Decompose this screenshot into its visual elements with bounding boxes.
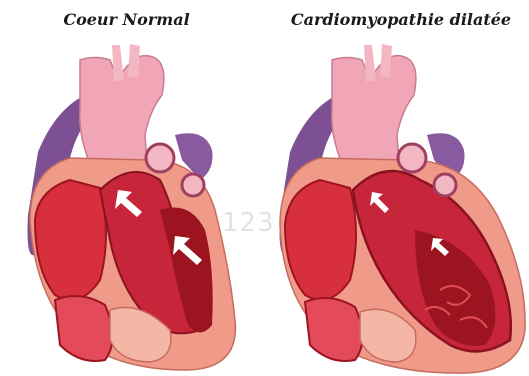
aortic-valve [434,174,456,196]
aorta-branch [380,44,392,78]
right-ventricle [305,298,363,361]
dilated-heart-title: Cardiomyopathie dilatée [269,10,529,29]
watermark: 123 [222,208,275,238]
pulmonary-valve [146,144,174,172]
right-ventricle [55,296,113,361]
aortic-valve [182,174,204,196]
aorta-branch [364,45,376,82]
dilated-cardiomyopathy-heart-illustration [265,40,529,376]
pulmonary-valve [398,144,426,172]
aorta-branch [128,44,140,78]
aorta-branch [112,45,124,82]
dilated-heart-panel: Cardiomyopathie dilatée [265,0,529,376]
normal-heart-panel: Coeur Normal [0,0,265,376]
normal-heart-title: Coeur Normal [0,10,259,29]
right-atrium [285,180,356,300]
